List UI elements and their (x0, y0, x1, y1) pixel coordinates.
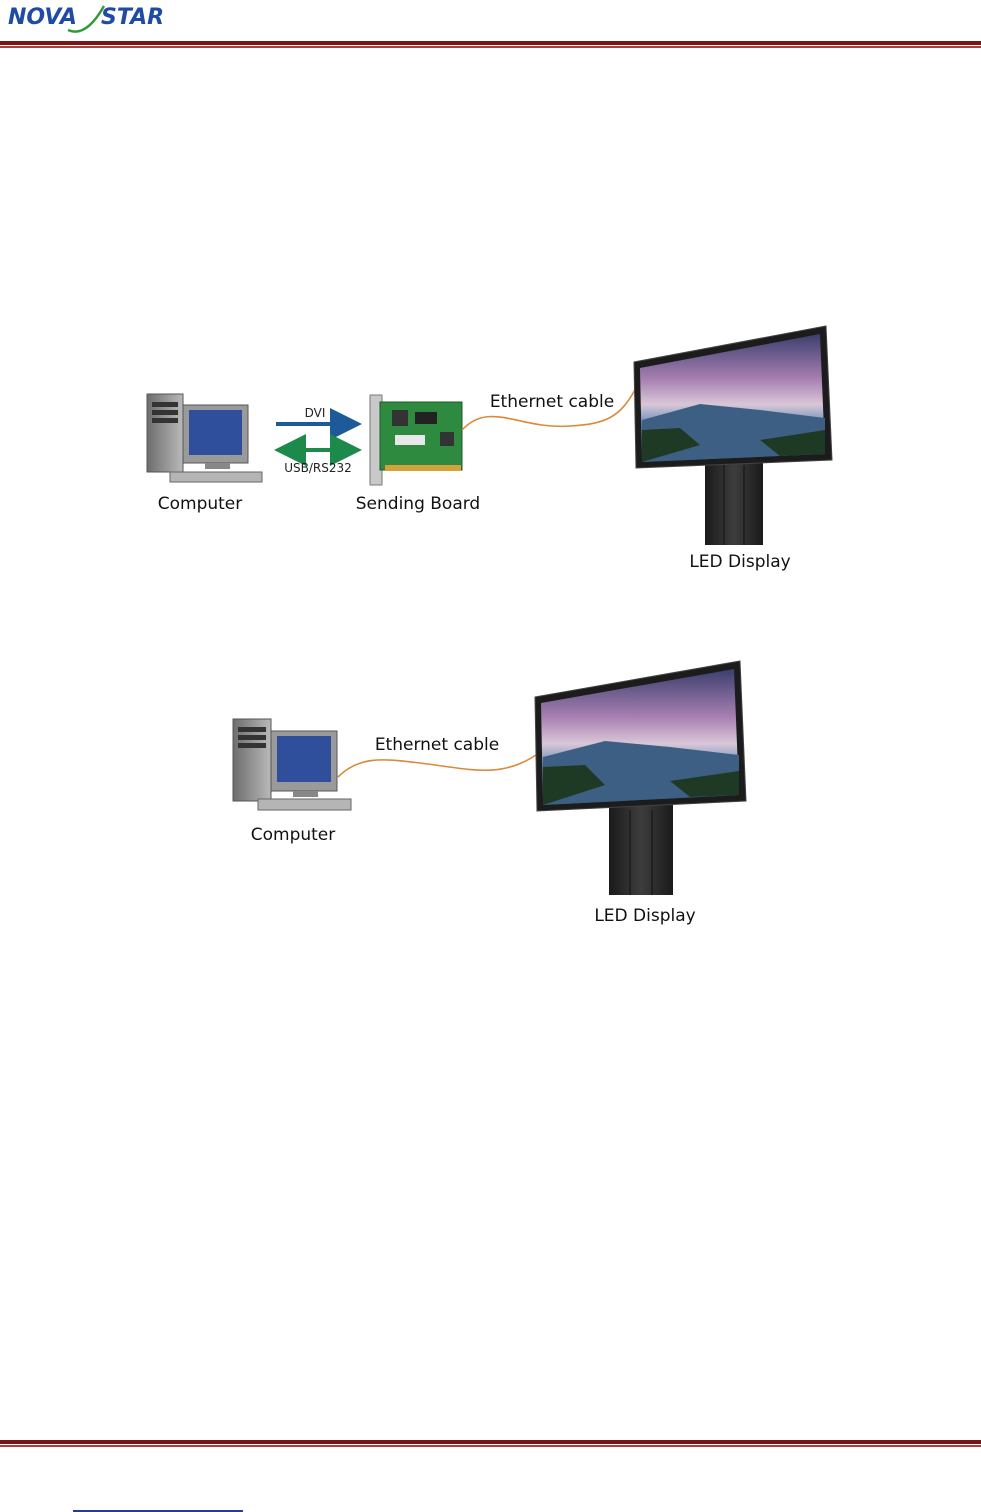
led-display-label: LED Display (594, 906, 695, 926)
logo-swoosh-icon (67, 5, 106, 33)
diagram-sending-board: Computer DVI USB/RS232 Sending Board Eth… (146, 325, 833, 572)
computer-label: Computer (251, 825, 336, 845)
dvi-label: DVI (305, 406, 326, 420)
header-rule (0, 41, 981, 48)
computer-label: Computer (158, 494, 243, 514)
sending-board-label: Sending Board (356, 494, 480, 514)
diagram-direct-connection: Computer Ethernet cable LED Display (232, 660, 747, 926)
sending-board-icon (369, 394, 463, 486)
led-display-icon (633, 325, 833, 545)
novastar-logo: NOVA STAR (8, 5, 164, 33)
ethernet-cable-label: Ethernet cable (375, 735, 499, 755)
logo-text-nova: NOVA (8, 5, 77, 30)
footer-link-underline[interactable] (73, 1510, 243, 1512)
led-display-label: LED Display (689, 552, 790, 572)
footer-rule (0, 1440, 981, 1447)
usb-label: USB/RS232 (284, 461, 352, 475)
ethernet-cable-label: Ethernet cable (490, 392, 614, 412)
led-display-icon (534, 660, 747, 895)
computer-icon (232, 718, 352, 811)
ethernet-cable-line (461, 387, 637, 431)
computer-icon (146, 393, 263, 483)
ethernet-cable-line (337, 754, 537, 778)
logo-text-star: STAR (101, 5, 164, 30)
